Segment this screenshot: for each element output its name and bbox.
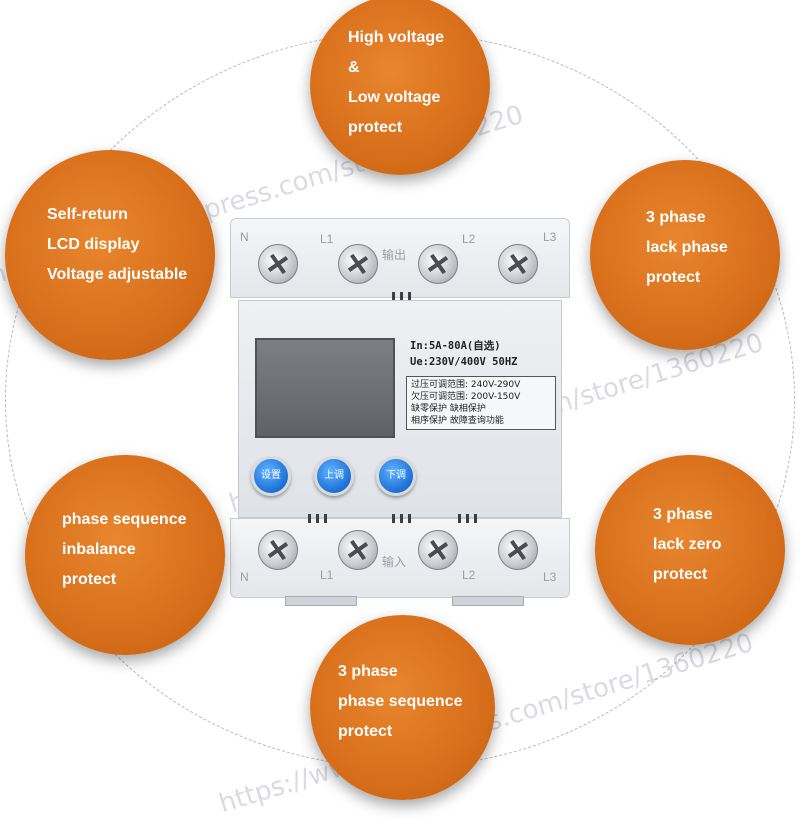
spec-table: 过压可调范围: 240V-290V 欠压可调范围: 200V-150V 缺零保护… [406,376,556,430]
spec-row: 相序保护 故障查询功能 [411,416,504,426]
bubble-line: protect [338,723,393,740]
voltage-protector-device: N L1 输出 L2 L3 In:5A-80A(自选) Ue:230V/400V… [230,218,570,606]
lcd-display [255,338,395,438]
feature-bubble-lack-zero: 3 phase lack zero protect [595,455,785,645]
terminal-label: N [240,230,249,244]
bubble-line: LCD display [47,236,140,253]
feature-bubble-phase-sequence: 3 phase phase sequence protect [310,615,495,800]
feature-bubble-phase-sequence-inbalance: phase sequence inbalance protect [25,455,225,655]
up-button[interactable]: 上调 [314,456,354,496]
screw-icon [498,530,538,570]
bubble-line: High voltage [348,29,445,46]
spec-row: 欠压可调范围: 200V-150V [411,392,521,402]
bubble-line: Self-return [47,206,128,223]
bubble-line: lack zero [653,536,722,553]
spec-voltage: Ue:230V/400V 50HZ [410,356,518,368]
bubble-line: protect [348,119,403,136]
screw-icon [338,530,378,570]
terminal-label: L2 [462,568,476,582]
down-button[interactable]: 下调 [376,456,416,496]
bubble-line: protect [653,566,708,583]
screw-icon [418,530,458,570]
bubble-line: phase sequence [338,693,463,710]
vent-slot [458,514,461,523]
screw-icon [418,244,458,284]
bubble-line: Voltage adjustable [47,266,188,283]
bubble-line: Low voltage [348,89,441,106]
bubble-line: lack phase [646,239,728,256]
terminal-label: L1 [320,568,334,582]
terminal-label: L1 [320,232,334,246]
feature-bubble-lcd: Self-return LCD display Voltage adjustab… [5,150,215,360]
terminal-label: N [240,570,249,584]
spec-current: In:5A-80A(自选) [410,340,501,352]
spec-row: 缺零保护 缺相保护 [411,404,486,414]
vent-slot [392,292,395,301]
terminal-label: 输入 [382,555,407,569]
terminal-label: 输出 [382,248,407,262]
screw-icon [258,244,298,284]
bubble-line: 3 phase [653,506,713,523]
spec-label: In:5A-80A(自选) Ue:230V/400V 50HZ 过压可调范围: … [406,338,556,430]
vent-slot [316,514,319,523]
vent-slot [308,514,311,523]
bubble-line: protect [62,571,117,588]
terminal-label: L3 [543,230,557,244]
terminal-label: L2 [462,232,476,246]
feature-bubble-lack-phase: 3 phase lack phase protect [590,160,780,350]
feature-bubble-voltage: High voltage & Low voltage protect [310,0,490,175]
vent-slot [466,514,469,523]
vent-slot [400,292,403,301]
screw-icon [498,244,538,284]
din-rail-clip [285,596,357,606]
bubble-line: inbalance [62,541,136,558]
bubble-line: & [348,59,360,76]
vent-slot [400,514,403,523]
vent-slot [324,514,327,523]
vent-slot [392,514,395,523]
spec-row: 过压可调范围: 240V-290V [411,380,521,390]
vent-slot [474,514,477,523]
set-button[interactable]: 设置 [251,456,291,496]
terminal-label: L3 [543,570,557,584]
bubble-line: protect [646,269,701,286]
bubble-line: phase sequence [62,511,187,528]
vent-slot [408,292,411,301]
din-rail-clip [452,596,524,606]
bubble-line: 3 phase [338,663,398,680]
screw-icon [258,530,298,570]
bubble-line: 3 phase [646,209,706,226]
vent-slot [408,514,411,523]
screw-icon [338,244,378,284]
